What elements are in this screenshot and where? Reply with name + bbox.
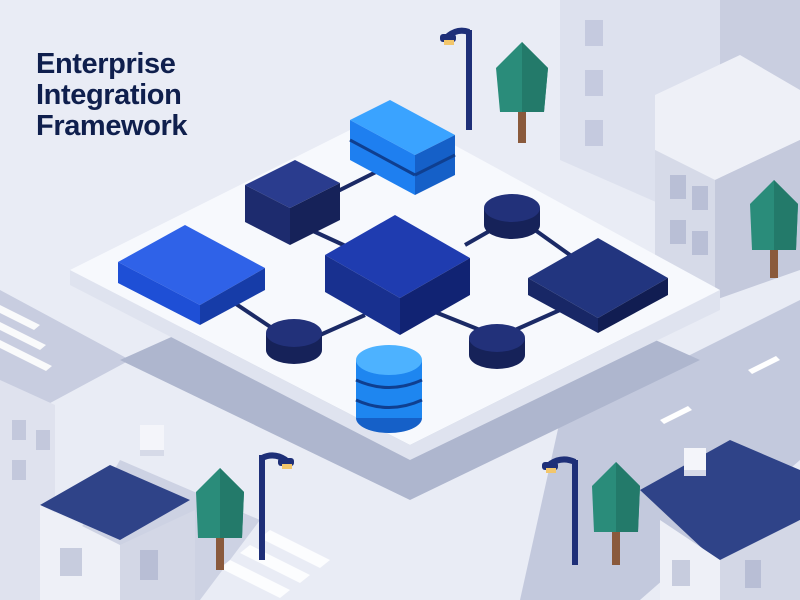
database-cylinder-icon <box>355 345 423 433</box>
street-lamp-icon <box>542 456 578 565</box>
tree-icon <box>750 180 798 278</box>
lane-marks <box>660 356 780 424</box>
page-title: Enterprise Integration Framework <box>36 48 188 143</box>
street-lamp-icon <box>440 27 472 130</box>
platform-edge <box>70 270 720 460</box>
server-block-icon <box>325 215 470 335</box>
house-icon <box>40 425 195 600</box>
building-right <box>655 55 800 300</box>
crosswalk-left <box>0 305 52 371</box>
server-block-icon <box>349 100 456 195</box>
tree-icon <box>592 462 640 565</box>
node-disc-icon <box>266 319 322 364</box>
house-icon <box>640 440 800 600</box>
node-disc-icon <box>469 324 525 369</box>
server-block-icon <box>118 225 265 325</box>
street-lamp-icon <box>259 452 294 560</box>
tree-icon <box>496 42 548 143</box>
title-line-3: Framework <box>36 110 188 143</box>
server-block-icon <box>528 238 668 333</box>
tree-icon <box>196 468 244 570</box>
title-line-2: Integration <box>36 79 182 112</box>
crosswalk-bottom <box>220 530 330 598</box>
server-block-icon <box>245 160 340 245</box>
title-line-1: Enterprise <box>36 48 176 81</box>
node-disc-icon <box>484 194 540 239</box>
